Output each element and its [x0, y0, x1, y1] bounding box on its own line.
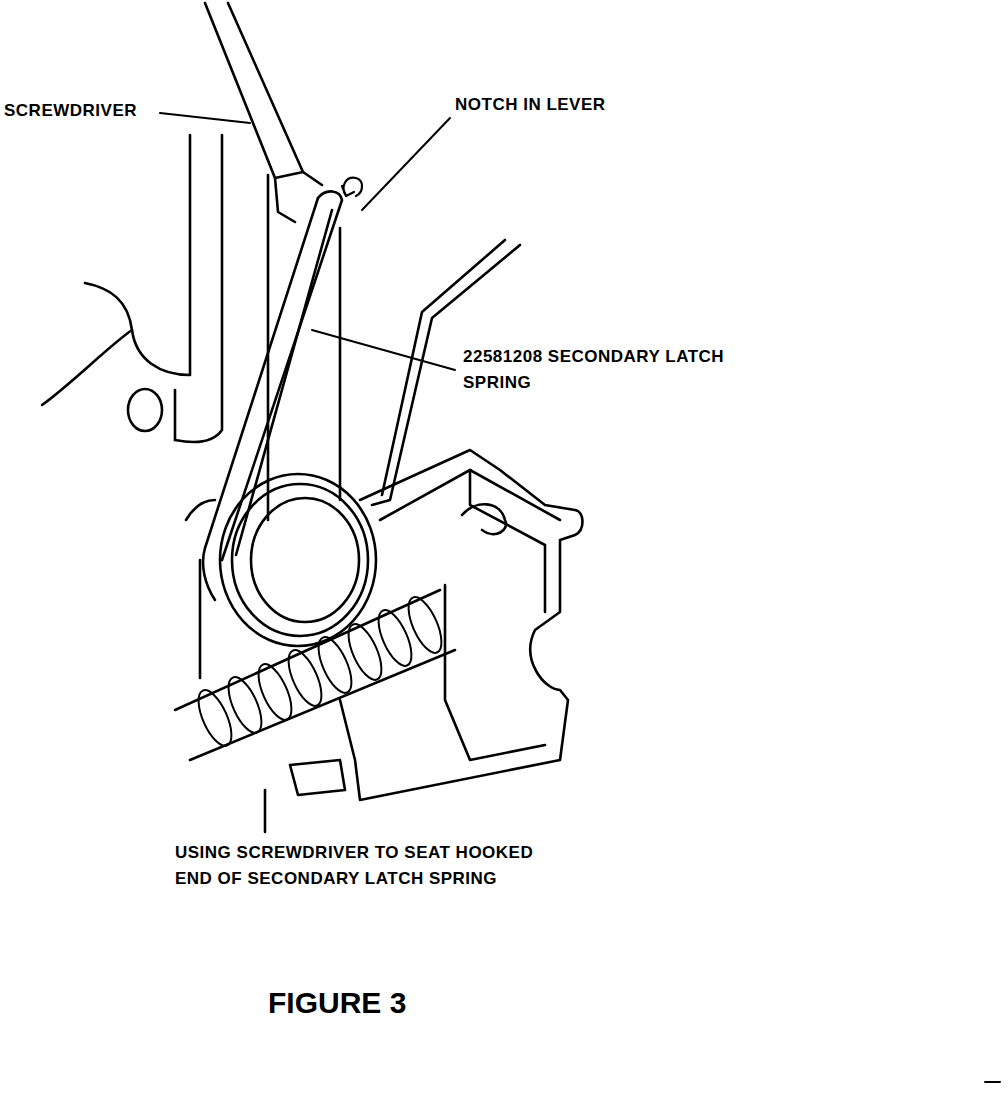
figure-caption: FIGURE 3 [268, 985, 406, 1021]
housing-plate [85, 135, 190, 375]
plate-edge [174, 390, 177, 440]
leader-line [312, 330, 455, 370]
leader-line [160, 113, 250, 123]
plate-edge [199, 560, 202, 678]
instruction-note: USING SCREWDRIVER TO SEAT HOOKED END OF … [175, 840, 565, 892]
leader-line [362, 118, 450, 210]
screwdriver-shaft [205, 3, 295, 222]
plate-edge [186, 500, 215, 520]
screwdriver-tip [275, 172, 303, 178]
part-label: 22581208 SECONDARY LATCH SPRING [463, 344, 733, 396]
spring-coil [251, 498, 359, 622]
leader-line [264, 790, 267, 832]
lever-edge [175, 135, 222, 442]
spring-coil [220, 474, 376, 646]
bracket-tab [290, 760, 345, 795]
screwdriver-shaft [228, 3, 322, 185]
bracket-edge [470, 470, 545, 612]
bracket-edge [445, 585, 545, 760]
part-label: NOTCH IN LEVER [455, 92, 606, 118]
mounting-hole [128, 389, 162, 431]
mounting-bracket [340, 450, 583, 800]
lever-edge [339, 228, 342, 500]
bracket-hook [462, 504, 506, 534]
rotation-arrow [342, 178, 362, 196]
threaded-rod [175, 590, 455, 760]
spring-arm [203, 198, 318, 600]
part-label: SCREWDRIVER [4, 98, 137, 124]
spring-coil [232, 484, 368, 636]
rod-threads [192, 593, 448, 751]
page-mark [985, 1081, 1000, 1083]
housing-plate-edge [42, 330, 132, 405]
